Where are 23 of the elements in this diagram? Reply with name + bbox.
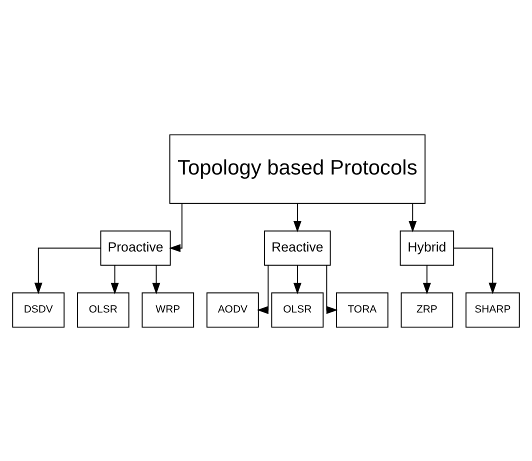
- node-box: OLSR: [271, 292, 324, 328]
- node-box: OLSR: [76, 292, 130, 328]
- arrow: [110, 264, 119, 294]
- arrow: [408, 202, 417, 232]
- node-box: SHARP: [466, 292, 520, 328]
- arrow: [293, 264, 302, 294]
- arrow: [293, 202, 302, 232]
- node-box: WRP: [142, 292, 194, 328]
- arrow: [453, 247, 497, 294]
- node-box: TORA: [336, 292, 388, 328]
- arrow: [169, 202, 182, 252]
- node-box: AODV: [206, 292, 259, 328]
- arrow: [152, 264, 160, 294]
- arrow: [257, 264, 269, 314]
- node-box: Reactive: [264, 230, 331, 266]
- arrow: [422, 264, 431, 294]
- node-box: Topology based Protocols: [169, 134, 426, 204]
- node-box: Proactive: [100, 230, 171, 266]
- arrow: [34, 247, 102, 294]
- arrow: [326, 264, 338, 314]
- node-box: ZRP: [400, 292, 454, 328]
- node-box: DSDV: [12, 292, 65, 328]
- node-box: Hybrid: [400, 230, 454, 266]
